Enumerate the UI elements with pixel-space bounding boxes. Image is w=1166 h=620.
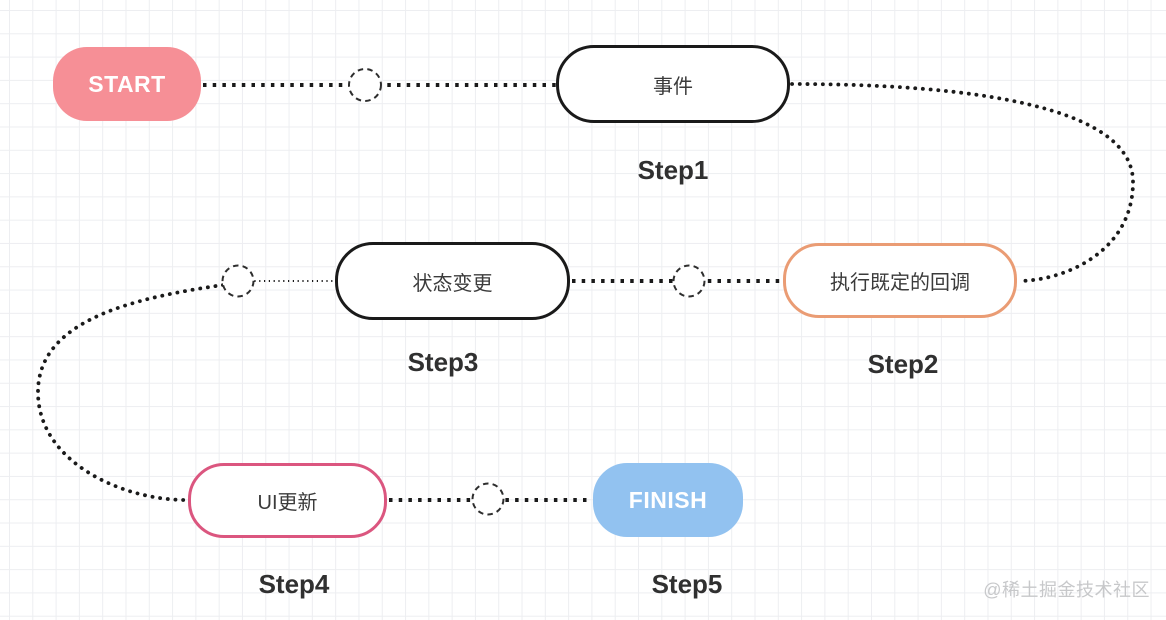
node-ui-update[interactable]: UI更新	[188, 463, 387, 538]
node-finish-label: FINISH	[628, 486, 708, 513]
step-label-3: Step3	[407, 347, 479, 377]
node-event[interactable]: 事件	[556, 45, 790, 123]
step-label-5: Step5	[651, 569, 723, 599]
node-state-change[interactable]: 状态变更	[335, 242, 570, 320]
connection-point-3[interactable]	[672, 264, 706, 298]
node-finish[interactable]: FINISH	[593, 463, 743, 537]
connector-state-ui-curve	[36, 283, 225, 502]
connection-point-1[interactable]	[348, 68, 382, 102]
step-label-4: Step4	[258, 569, 330, 599]
node-event-label: 事件	[653, 75, 693, 98]
step-label-1: Step1	[637, 155, 709, 185]
node-start-label: START	[88, 70, 166, 97]
connector-event-callback-curve	[790, 82, 1135, 283]
connection-point-4[interactable]	[471, 482, 505, 516]
watermark-text: @稀土掘金技术社区	[983, 580, 1150, 600]
node-callback[interactable]: 执行既定的回调	[783, 243, 1017, 318]
step-label-2: Step2	[867, 349, 939, 379]
node-state-change-label: 状态变更	[412, 272, 493, 295]
connection-point-2[interactable]	[221, 264, 255, 298]
node-start[interactable]: START	[53, 47, 201, 121]
node-ui-update-label: UI更新	[257, 492, 318, 514]
node-callback-label: 执行既定的回调	[830, 272, 970, 294]
